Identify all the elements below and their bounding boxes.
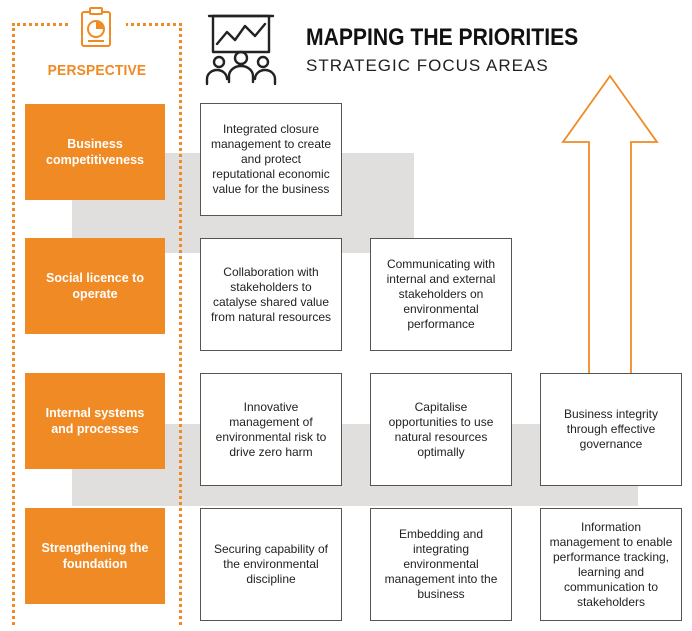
focus-embedding-integrating: Embedding and integrating environmental … <box>370 508 512 621</box>
perspective-badge-icon <box>81 7 111 47</box>
focus-collaboration: Collaboration with stakeholders to catal… <box>200 238 342 351</box>
upward-arrow-icon <box>561 74 659 474</box>
perspective-internal-systems: Internal systems and processes <box>25 373 165 469</box>
perspective-strengthening-foundation: Strengthening the foundation <box>25 508 165 604</box>
focus-communicating: Communicating with internal and external… <box>370 238 512 351</box>
focus-integrated-closure: Integrated closure management to create … <box>200 103 342 216</box>
page-title: MAPPING THE PRIORITIES <box>306 24 579 51</box>
focus-capitalise-opportunities: Capitalise opportunities to use natural … <box>370 373 512 486</box>
focus-business-integrity: Business integrity through effective gov… <box>540 373 682 486</box>
focus-securing-capability: Securing capability of the environmental… <box>200 508 342 621</box>
perspective-social-licence: Social licence to operate <box>25 238 165 334</box>
page-subtitle: STRATEGIC FOCUS AREAS <box>306 56 549 75</box>
focus-information-management: Information management to enable perform… <box>540 508 682 621</box>
perspective-business-competitiveness: Business competitiveness <box>25 104 165 200</box>
stakeholders-chart-icon <box>205 14 277 86</box>
perspective-label: PERSPECTIVE <box>47 62 147 79</box>
focus-innovative-management: Innovative management of environmental r… <box>200 373 342 486</box>
